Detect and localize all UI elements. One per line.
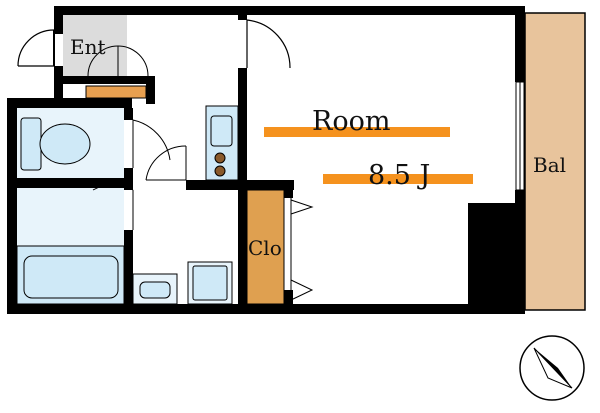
wall-left-upper xyxy=(54,6,63,34)
wall-bottom xyxy=(7,304,525,314)
wall-toilet-top xyxy=(7,98,132,108)
wall-center-2 xyxy=(238,68,247,314)
bathtub-icon xyxy=(16,245,125,305)
kitchen xyxy=(205,105,239,181)
room-marker-top xyxy=(264,127,450,137)
wall-shoebox-side xyxy=(146,76,155,104)
entrance-floor xyxy=(63,14,127,76)
wall-closet-right-2 xyxy=(284,290,293,314)
wall-left xyxy=(7,98,17,314)
balcony-floor xyxy=(524,12,586,311)
closet-doors xyxy=(290,198,314,301)
door-swing-icon xyxy=(17,29,55,67)
label-entrance: Ent xyxy=(70,35,106,59)
wall-wet-vertical-2 xyxy=(124,168,133,190)
sink-icon xyxy=(132,273,178,305)
wall-wet-vertical xyxy=(124,108,133,120)
wall-closet-right xyxy=(284,180,293,198)
wall-center xyxy=(238,6,247,20)
shoe-cabinet xyxy=(85,85,147,99)
toilet-icon xyxy=(20,117,91,171)
wall-toilet-bath xyxy=(7,178,132,188)
toilet-door xyxy=(132,119,171,168)
entrance-door xyxy=(17,29,55,67)
room-markers xyxy=(264,127,473,184)
wall-right xyxy=(515,6,525,82)
wall-wet-vertical-3 xyxy=(124,230,133,314)
label-closet: Clo xyxy=(248,236,282,260)
room-door xyxy=(246,19,291,69)
walls xyxy=(7,6,525,314)
wall-left-entrance xyxy=(54,66,63,98)
label-balcony: Bal xyxy=(533,153,566,177)
label-room-size: 8.5 J xyxy=(368,160,430,191)
wall-right-lower xyxy=(515,190,525,314)
wall-top xyxy=(54,6,525,15)
kitchen-sink xyxy=(210,115,233,147)
pillar xyxy=(468,203,516,310)
label-room: Room xyxy=(312,106,390,137)
wash-door xyxy=(92,145,187,230)
wall-entrance-bottom xyxy=(63,76,155,84)
windows xyxy=(515,81,525,191)
washer-icon xyxy=(187,261,233,305)
room-marker-bottom xyxy=(323,174,473,184)
stove-icon xyxy=(214,152,226,164)
entrance-inner-doors xyxy=(87,45,149,77)
compass-icon xyxy=(519,335,585,401)
